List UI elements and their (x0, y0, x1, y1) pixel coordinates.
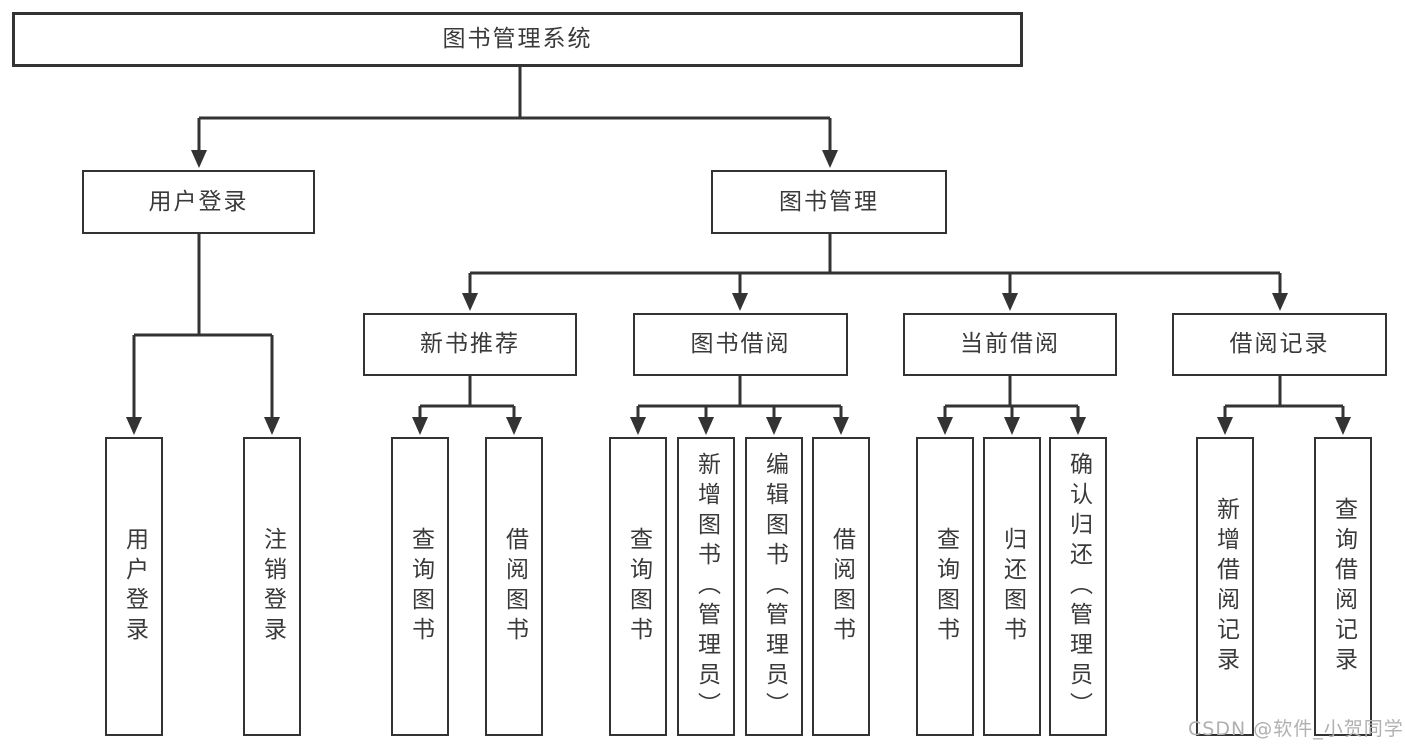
leaf-newrec-borrow-book-label: 借阅图书 (501, 526, 528, 647)
leaf-record-query-record: 查询借阅记录 (1314, 437, 1372, 736)
node-book-borrow: 图书借阅 (633, 313, 848, 376)
node-borrow-records-label: 借阅记录 (1229, 331, 1330, 357)
node-book-management-label: 图书管理 (779, 188, 879, 215)
node-current-borrow-label: 当前借阅 (960, 331, 1060, 357)
csdn-watermark: CSDN @软件_小贺同学 (1188, 718, 1404, 740)
leaf-current-return-book-label: 归还图书 (999, 526, 1026, 647)
leaf-borrow-query-book: 查询图书 (609, 437, 667, 736)
leaf-record-add-record-label: 新增借阅记录 (1212, 496, 1239, 677)
node-user-login-label: 用户登录 (148, 188, 249, 215)
arrowhead-group (126, 150, 1351, 435)
leaf-borrow-edit-book: 编辑图书（管理员） (745, 437, 803, 736)
node-book-management: 图书管理 (711, 170, 947, 234)
leaf-logout: 注销登录 (243, 437, 301, 736)
leaf-newrec-borrow-book: 借阅图书 (485, 437, 543, 736)
node-borrow-records: 借阅记录 (1172, 313, 1387, 376)
node-root-system: 图书管理系统 (12, 12, 1023, 67)
node-user-login: 用户登录 (82, 170, 315, 234)
leaf-borrow-query-book-label: 查询图书 (625, 526, 652, 647)
leaf-newrec-query-book-label: 查询图书 (407, 526, 434, 647)
leaf-current-confirm-return-label: 确认归还（管理员） (1065, 451, 1092, 722)
leaf-current-query-book-label: 查询图书 (932, 526, 959, 647)
node-book-borrow-label: 图书借阅 (690, 331, 791, 357)
leaf-record-query-record-label: 查询借阅记录 (1330, 496, 1357, 677)
node-root-label: 图书管理系统 (442, 26, 593, 52)
leaf-current-query-book: 查询图书 (916, 437, 974, 736)
node-new-book-recommend-label: 新书推荐 (420, 331, 520, 357)
leaf-borrow-add-book: 新增图书（管理员） (677, 437, 735, 736)
leaf-borrow-borrow-book: 借阅图书 (812, 437, 870, 736)
leaf-user-login: 用户登录 (105, 437, 163, 736)
node-current-borrow: 当前借阅 (903, 313, 1117, 376)
node-new-book-recommend: 新书推荐 (363, 313, 577, 376)
leaf-record-add-record: 新增借阅记录 (1196, 437, 1254, 736)
leaf-current-confirm-return: 确认归还（管理员） (1049, 437, 1107, 736)
leaf-logout-label: 注销登录 (259, 526, 286, 647)
leaf-borrow-add-book-label: 新增图书（管理员） (693, 451, 720, 722)
leaf-user-login-label: 用户登录 (121, 526, 148, 647)
leaf-current-return-book: 归还图书 (983, 437, 1041, 736)
leaf-borrow-edit-book-label: 编辑图书（管理员） (761, 451, 788, 722)
leaf-borrow-borrow-book-label: 借阅图书 (828, 526, 855, 647)
leaf-newrec-query-book: 查询图书 (391, 437, 449, 736)
